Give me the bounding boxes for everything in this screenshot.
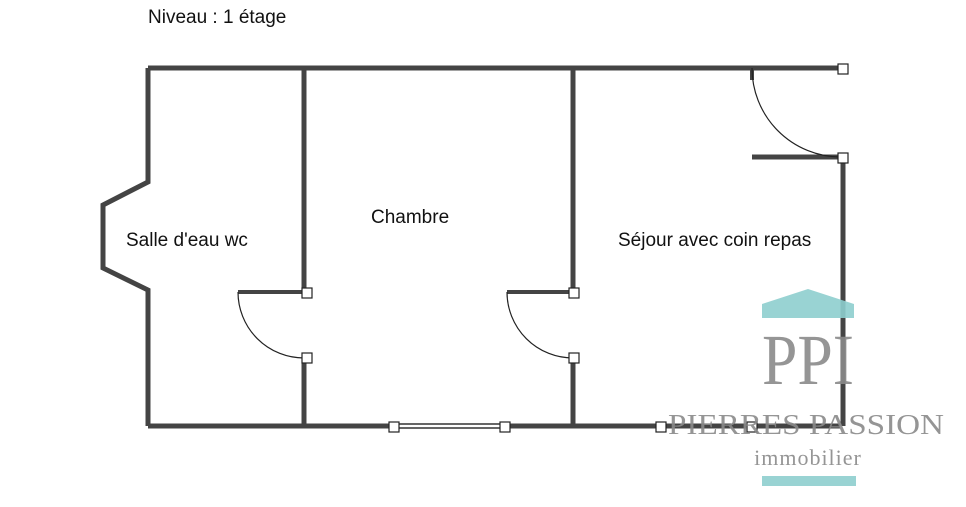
- walls: [100, 65, 846, 429]
- logo-agency-name: PIERRES PASSION: [668, 410, 944, 441]
- marker: [499, 421, 511, 433]
- logo-roof-shape: [762, 289, 854, 318]
- room-label-salle-eau: Salle d'eau wc: [126, 230, 248, 251]
- window: [393, 423, 505, 429]
- marker: [301, 352, 313, 364]
- marker: [746, 421, 758, 433]
- logo-monogram: PPI: [762, 320, 854, 400]
- marker: [837, 63, 849, 75]
- marker: [568, 287, 580, 299]
- marker: [388, 421, 400, 433]
- room-label-chambre: Chambre: [371, 207, 449, 228]
- agency-logo: PPI PIERRES PASSION immobilier: [668, 289, 944, 486]
- left-bay-wall: [100, 68, 151, 426]
- marker: [568, 352, 580, 364]
- door-chambre: [506, 290, 574, 359]
- marker: [655, 421, 667, 433]
- door-salle-eau: [237, 290, 305, 359]
- door-entrance: [750, 67, 841, 158]
- marker: [301, 287, 313, 299]
- wall-markers: [301, 63, 849, 433]
- level-title: Niveau : 1 étage: [148, 7, 286, 28]
- room-label-sejour: Séjour avec coin repas: [618, 230, 811, 251]
- logo-tagline: immobilier: [754, 445, 862, 470]
- marker: [837, 152, 849, 164]
- logo-accent-bar: [762, 476, 856, 486]
